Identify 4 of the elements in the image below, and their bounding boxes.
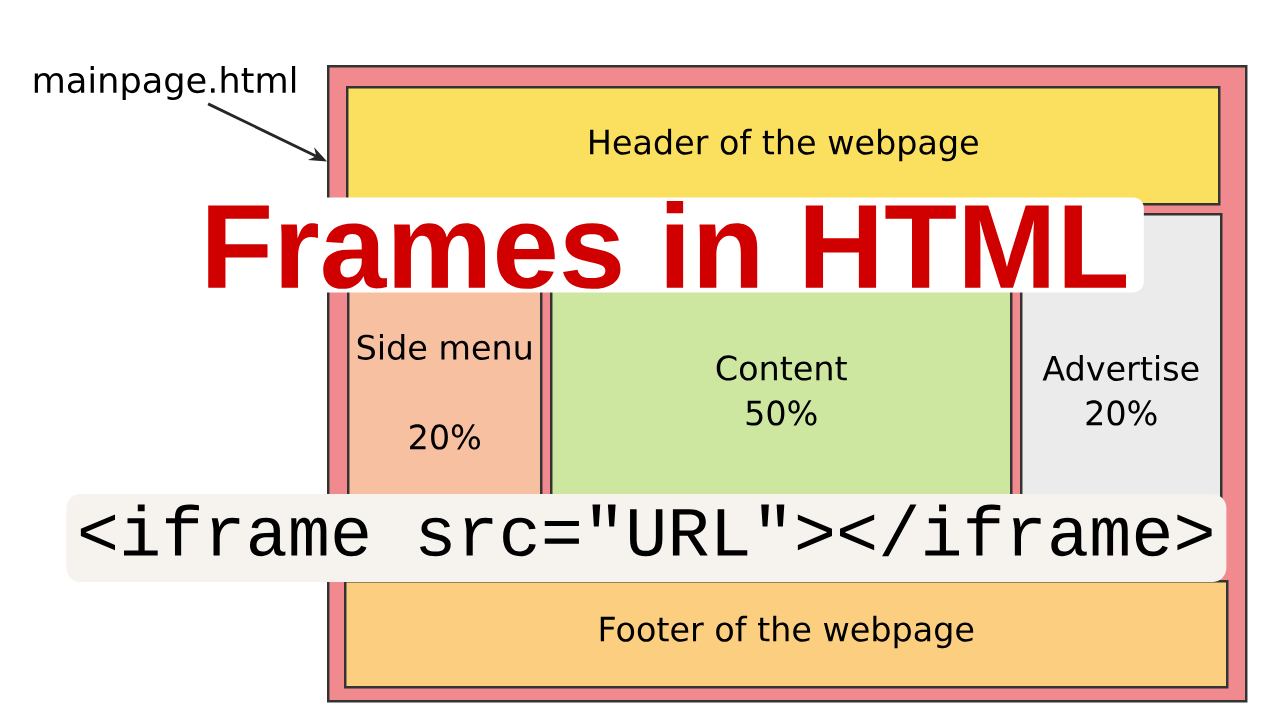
- file-label: mainpage.html: [34, 66, 296, 100]
- footer-frame: Footer of the webpage: [344, 580, 1229, 689]
- title: Frames in HTML: [186, 197, 1144, 293]
- code-snippet: <iframe src="URL"></iframe>: [66, 493, 1227, 583]
